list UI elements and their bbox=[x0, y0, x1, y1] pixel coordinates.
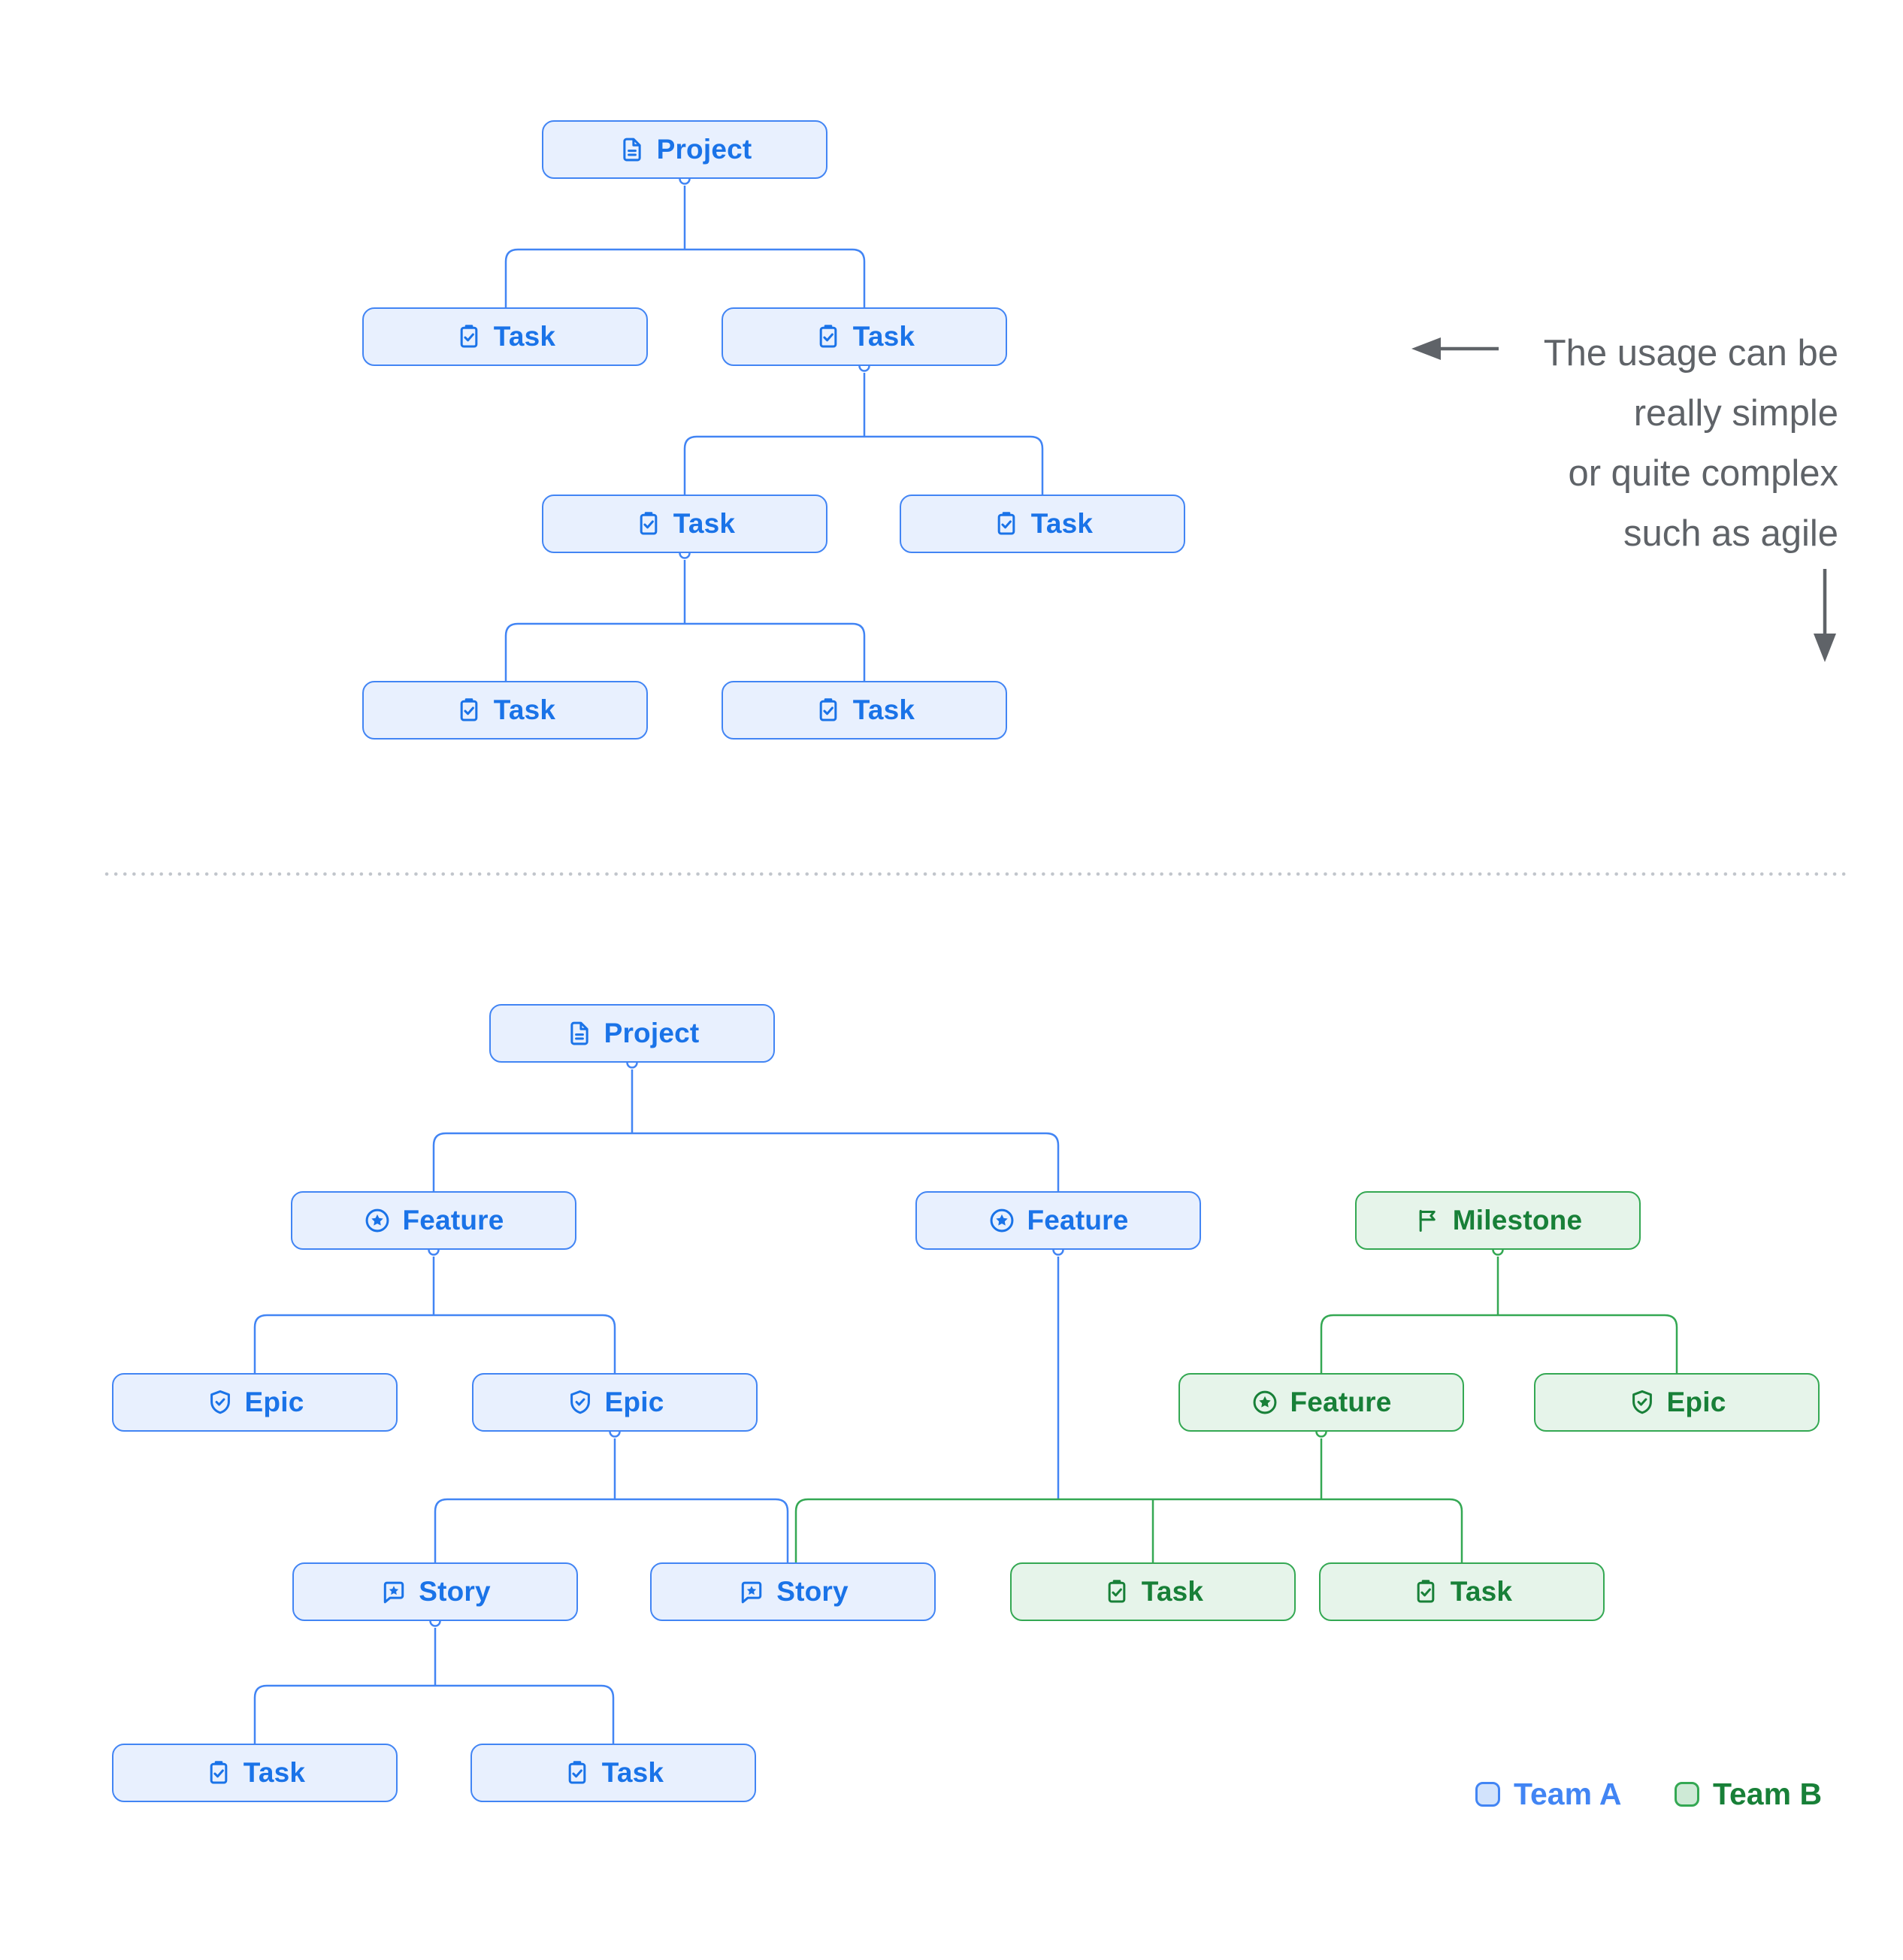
clipboard-check-icon bbox=[1103, 1577, 1131, 1606]
annotation-line-4: such as agile bbox=[1623, 513, 1838, 554]
node-story: Story bbox=[650, 1562, 936, 1621]
legend-team-b: Team B bbox=[1675, 1776, 1823, 1811]
node-feature: Feature bbox=[1178, 1373, 1464, 1432]
document-icon bbox=[618, 135, 646, 164]
node-epic: Epic bbox=[472, 1373, 758, 1432]
node-feature: Feature bbox=[291, 1191, 576, 1250]
node-task: Task bbox=[722, 681, 1007, 740]
node-label: Project bbox=[656, 134, 752, 165]
clipboard-check-icon bbox=[634, 510, 663, 538]
node-epic: Epic bbox=[1534, 1373, 1820, 1432]
node-label: Feature bbox=[402, 1205, 504, 1236]
arrow-down-icon bbox=[1814, 569, 1836, 662]
node-label: Milestone bbox=[1452, 1205, 1583, 1236]
node-task: Task bbox=[362, 307, 648, 366]
node-label: Task bbox=[243, 1757, 306, 1788]
annotation-line-3: or quite complex bbox=[1568, 453, 1838, 494]
team-b-label: Team B bbox=[1713, 1776, 1823, 1811]
clipboard-check-icon bbox=[814, 696, 843, 724]
node-task: Task bbox=[112, 1744, 398, 1802]
node-label: Task bbox=[1450, 1576, 1513, 1607]
node-label: Task bbox=[493, 321, 556, 352]
node-label: Epic bbox=[244, 1387, 304, 1417]
node-label: Story bbox=[776, 1576, 849, 1607]
flag-icon bbox=[1414, 1206, 1442, 1235]
node-label: Feature bbox=[1290, 1387, 1392, 1417]
star-circle-icon bbox=[1251, 1388, 1279, 1417]
node-label: Epic bbox=[1666, 1387, 1726, 1417]
star-circle-icon bbox=[988, 1206, 1016, 1235]
clipboard-check-icon bbox=[455, 322, 483, 351]
star-circle-icon bbox=[363, 1206, 392, 1235]
team-a-label: Team A bbox=[1514, 1776, 1622, 1811]
node-task: Task bbox=[900, 495, 1185, 553]
node-task: Task bbox=[542, 495, 827, 553]
node-task: Task bbox=[722, 307, 1007, 366]
annotation-line-1: The usage can be bbox=[1543, 333, 1838, 374]
node-label: Task bbox=[493, 694, 556, 725]
node-task: Task bbox=[1010, 1562, 1296, 1621]
node-task: Task bbox=[470, 1744, 756, 1802]
node-feature: Feature bbox=[915, 1191, 1201, 1250]
annotation-line-2: really simple bbox=[1633, 393, 1838, 434]
node-label: Task bbox=[1141, 1576, 1204, 1607]
team-b-swatch-icon bbox=[1675, 1781, 1699, 1807]
clipboard-check-icon bbox=[992, 510, 1021, 538]
node-label: Feature bbox=[1027, 1205, 1129, 1236]
node-task: Task bbox=[1319, 1562, 1605, 1621]
shield-check-icon bbox=[566, 1388, 594, 1417]
document-icon bbox=[565, 1019, 594, 1048]
node-project: Project bbox=[489, 1004, 775, 1063]
node-label: Task bbox=[852, 694, 915, 725]
clipboard-check-icon bbox=[204, 1759, 233, 1787]
team-a-swatch-icon bbox=[1475, 1781, 1500, 1807]
node-label: Task bbox=[1030, 508, 1094, 539]
node-label: Task bbox=[852, 321, 915, 352]
node-label: Project bbox=[604, 1018, 700, 1048]
clipboard-check-icon bbox=[455, 696, 483, 724]
node-task: Task bbox=[362, 681, 648, 740]
legend-team-a: Team A bbox=[1475, 1776, 1622, 1811]
node-epic: Epic bbox=[112, 1373, 398, 1432]
node-label: Task bbox=[601, 1757, 664, 1788]
annotation-text: The usage can be really simple or quite … bbox=[1387, 323, 1838, 564]
node-label: Epic bbox=[604, 1387, 664, 1417]
clipboard-check-icon bbox=[563, 1759, 591, 1787]
shield-check-icon bbox=[206, 1388, 234, 1417]
story-bubble-icon bbox=[380, 1577, 408, 1606]
shield-check-icon bbox=[1628, 1388, 1656, 1417]
node-label: Story bbox=[419, 1576, 491, 1607]
clipboard-check-icon bbox=[1411, 1577, 1440, 1606]
node-project: Project bbox=[542, 120, 827, 179]
node-label: Task bbox=[673, 508, 736, 539]
clipboard-check-icon bbox=[814, 322, 843, 351]
story-bubble-icon bbox=[737, 1577, 766, 1606]
node-story: Story bbox=[292, 1562, 578, 1621]
node-milestone: Milestone bbox=[1355, 1191, 1641, 1250]
